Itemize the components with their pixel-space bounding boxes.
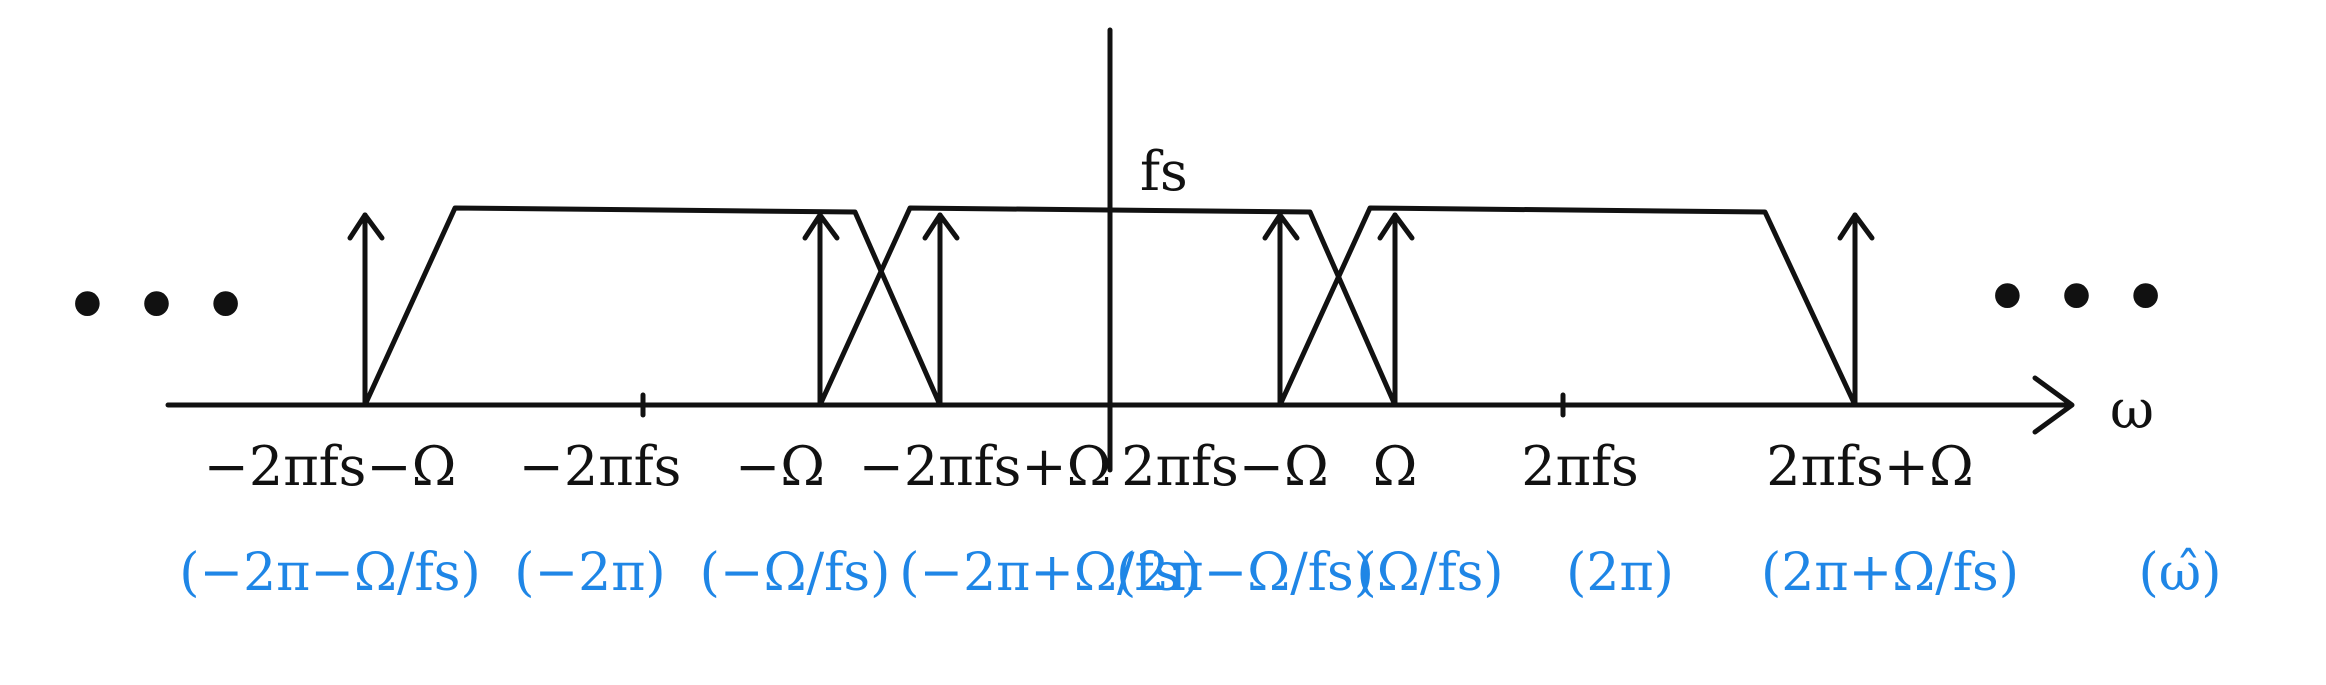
normalized-label: (Ω/fs) [1356, 543, 1503, 603]
amplitude-label: fs [1140, 140, 1188, 203]
omega-label: 2πfs [1521, 435, 1639, 498]
spectrum-copy-right [1277, 205, 1858, 408]
ellipsis-right: • • • [1985, 257, 2168, 339]
omega-label: 2πfs−Ω [1121, 435, 1329, 498]
impulse-arrows [347, 212, 1875, 408]
normalized-labels: (−2π−Ω/fs) (−2π) (−Ω/fs) (−2π+Ω/fs) (2π−… [179, 543, 2221, 603]
impulse-arrowhead [1262, 212, 1300, 241]
omega-label: 2πfs+Ω [1766, 435, 1974, 498]
normalized-label: (−2π+Ω/fs) [899, 543, 1201, 603]
impulse-arrowhead [347, 212, 385, 241]
axis-label-omega: ω [2110, 378, 2154, 441]
impulse-arrowhead [1837, 212, 1875, 241]
omega-label: −2πfs [519, 435, 682, 498]
impulse-arrowhead [802, 212, 840, 241]
normalized-label: (ω̂) [2139, 543, 2222, 603]
normalized-label: (2π−Ω/fs) [1116, 543, 1374, 603]
impulse-arrowhead [922, 212, 960, 241]
omega-label: −2πfs−Ω [204, 435, 457, 498]
spectrum-copy-center [817, 205, 1398, 408]
normalized-label: (2π) [1566, 543, 1674, 603]
normalized-label: (−2π) [514, 543, 665, 603]
omega-labels: −2πfs−Ω −2πfs −Ω −2πfs+Ω 2πfs−Ω Ω 2πfs 2… [204, 435, 1974, 498]
ellipsis-left: • • • [65, 265, 248, 347]
omega-label: Ω [1373, 435, 1418, 498]
omega-axis-arrowhead [2032, 375, 2075, 435]
normalized-label: (2π+Ω/fs) [1761, 543, 2019, 603]
impulse-arrowhead [1377, 212, 1415, 241]
normalized-label: (−Ω/fs) [700, 543, 891, 603]
spectrum-copy-left [362, 205, 943, 408]
normalized-label: (−2π−Ω/fs) [179, 543, 481, 603]
omega-label: −Ω [735, 435, 825, 498]
omega-label: −2πfs+Ω [859, 435, 1112, 498]
